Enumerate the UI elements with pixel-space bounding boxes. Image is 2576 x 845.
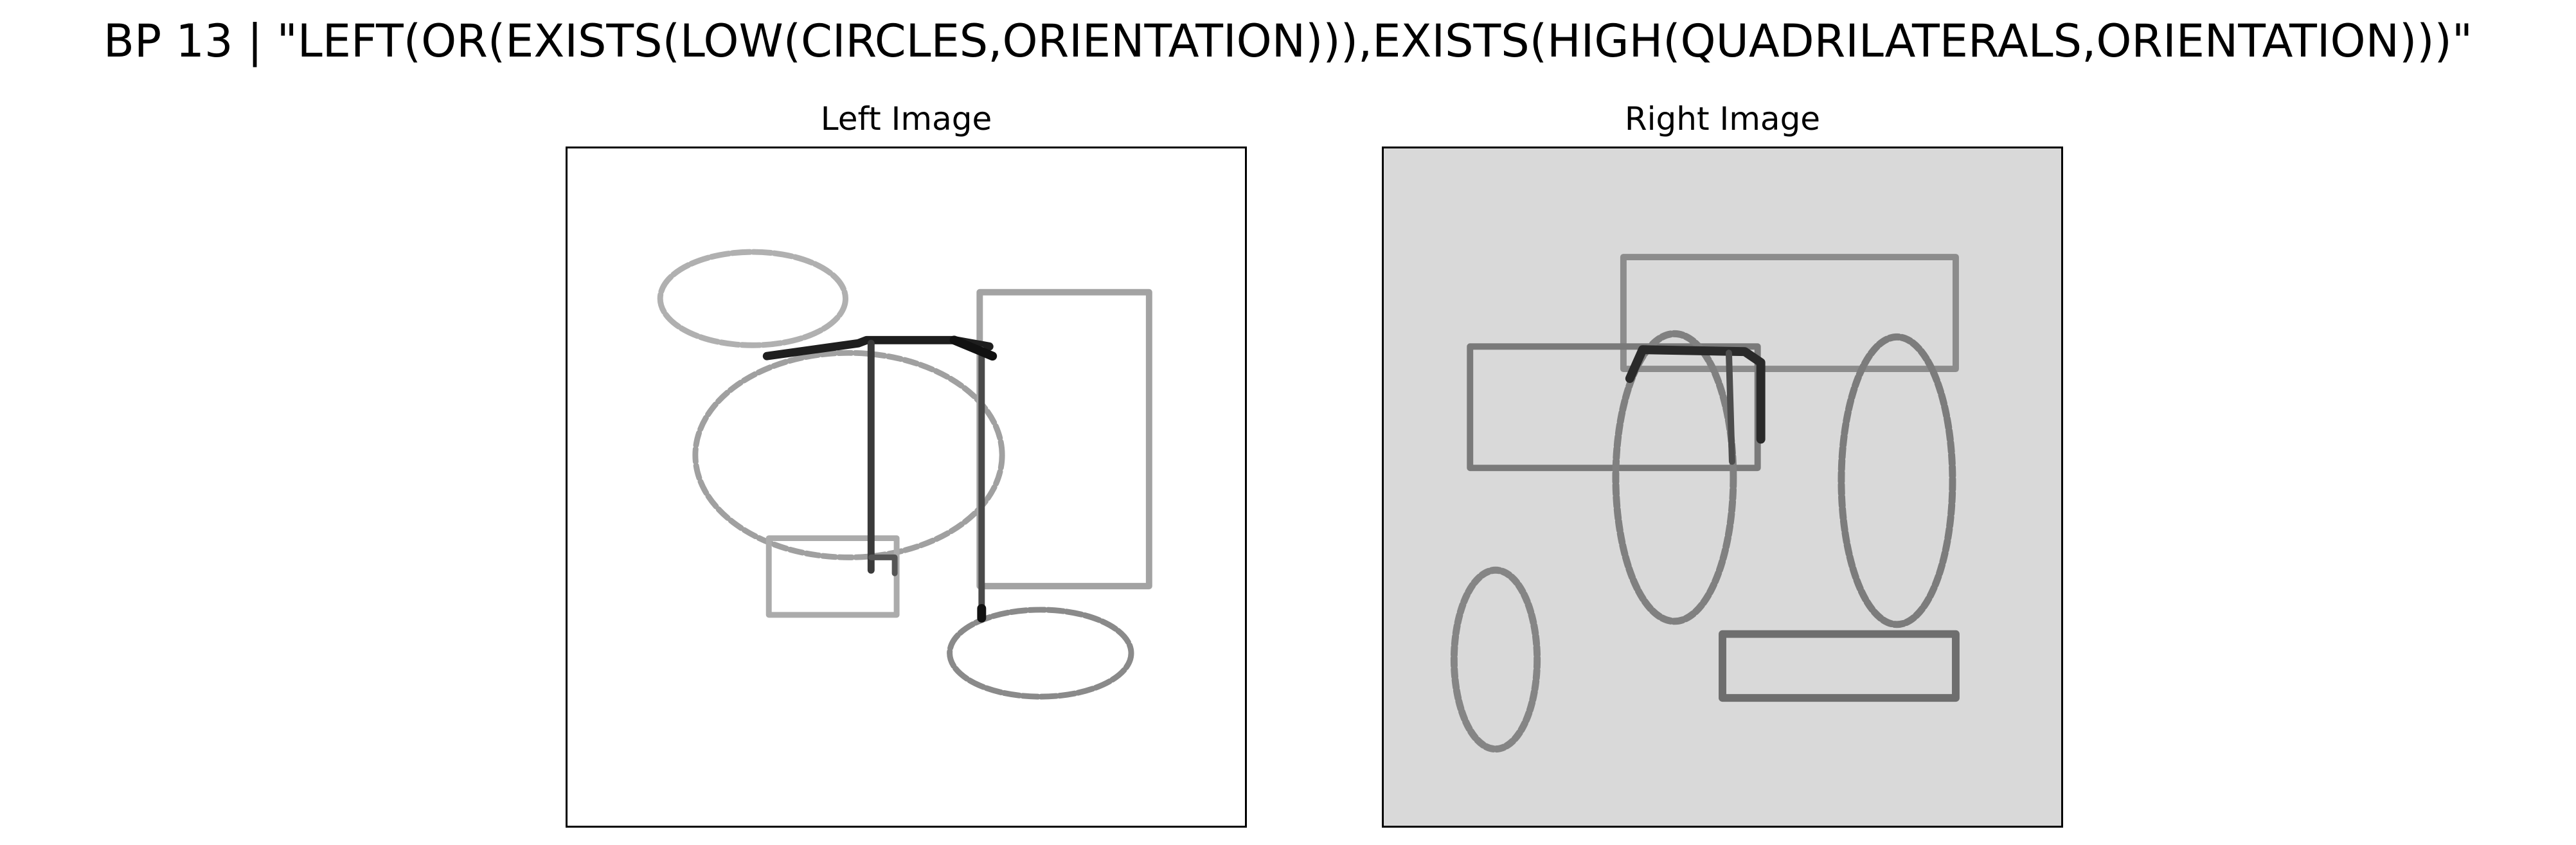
left-image-panel [566, 147, 1247, 828]
right-bottom-rectangle [1719, 630, 1960, 702]
right-image-panel [1382, 147, 2063, 828]
left-lower-ellipse [947, 607, 1134, 700]
right-dark-corner [1625, 345, 1766, 444]
right-small-ellipse [1450, 566, 1541, 753]
left-dark-joint [949, 335, 997, 623]
right-image-drawing [1384, 148, 2061, 826]
left-image-drawing [568, 148, 1245, 826]
left-small-rectangle [765, 535, 900, 618]
right-panel-title: Right Image [1624, 100, 1821, 138]
right-dark-joint [1725, 350, 1735, 465]
figure-title: BP 13 | "LEFT(OR(EXISTS(LOW(CIRCLES,ORIE… [103, 15, 2473, 67]
left-panel-title: Left Image [820, 100, 992, 138]
right-image-background [1384, 148, 2061, 826]
left-large-ellipse [692, 350, 1005, 560]
left-upper-ellipse [657, 249, 849, 348]
right-center-ellipse [1612, 330, 1737, 625]
right-top-rectangle [1620, 254, 1959, 373]
right-right-ellipse [1838, 333, 1956, 628]
left-image-background [568, 148, 1245, 826]
left-dark-lower-edge [868, 554, 898, 576]
